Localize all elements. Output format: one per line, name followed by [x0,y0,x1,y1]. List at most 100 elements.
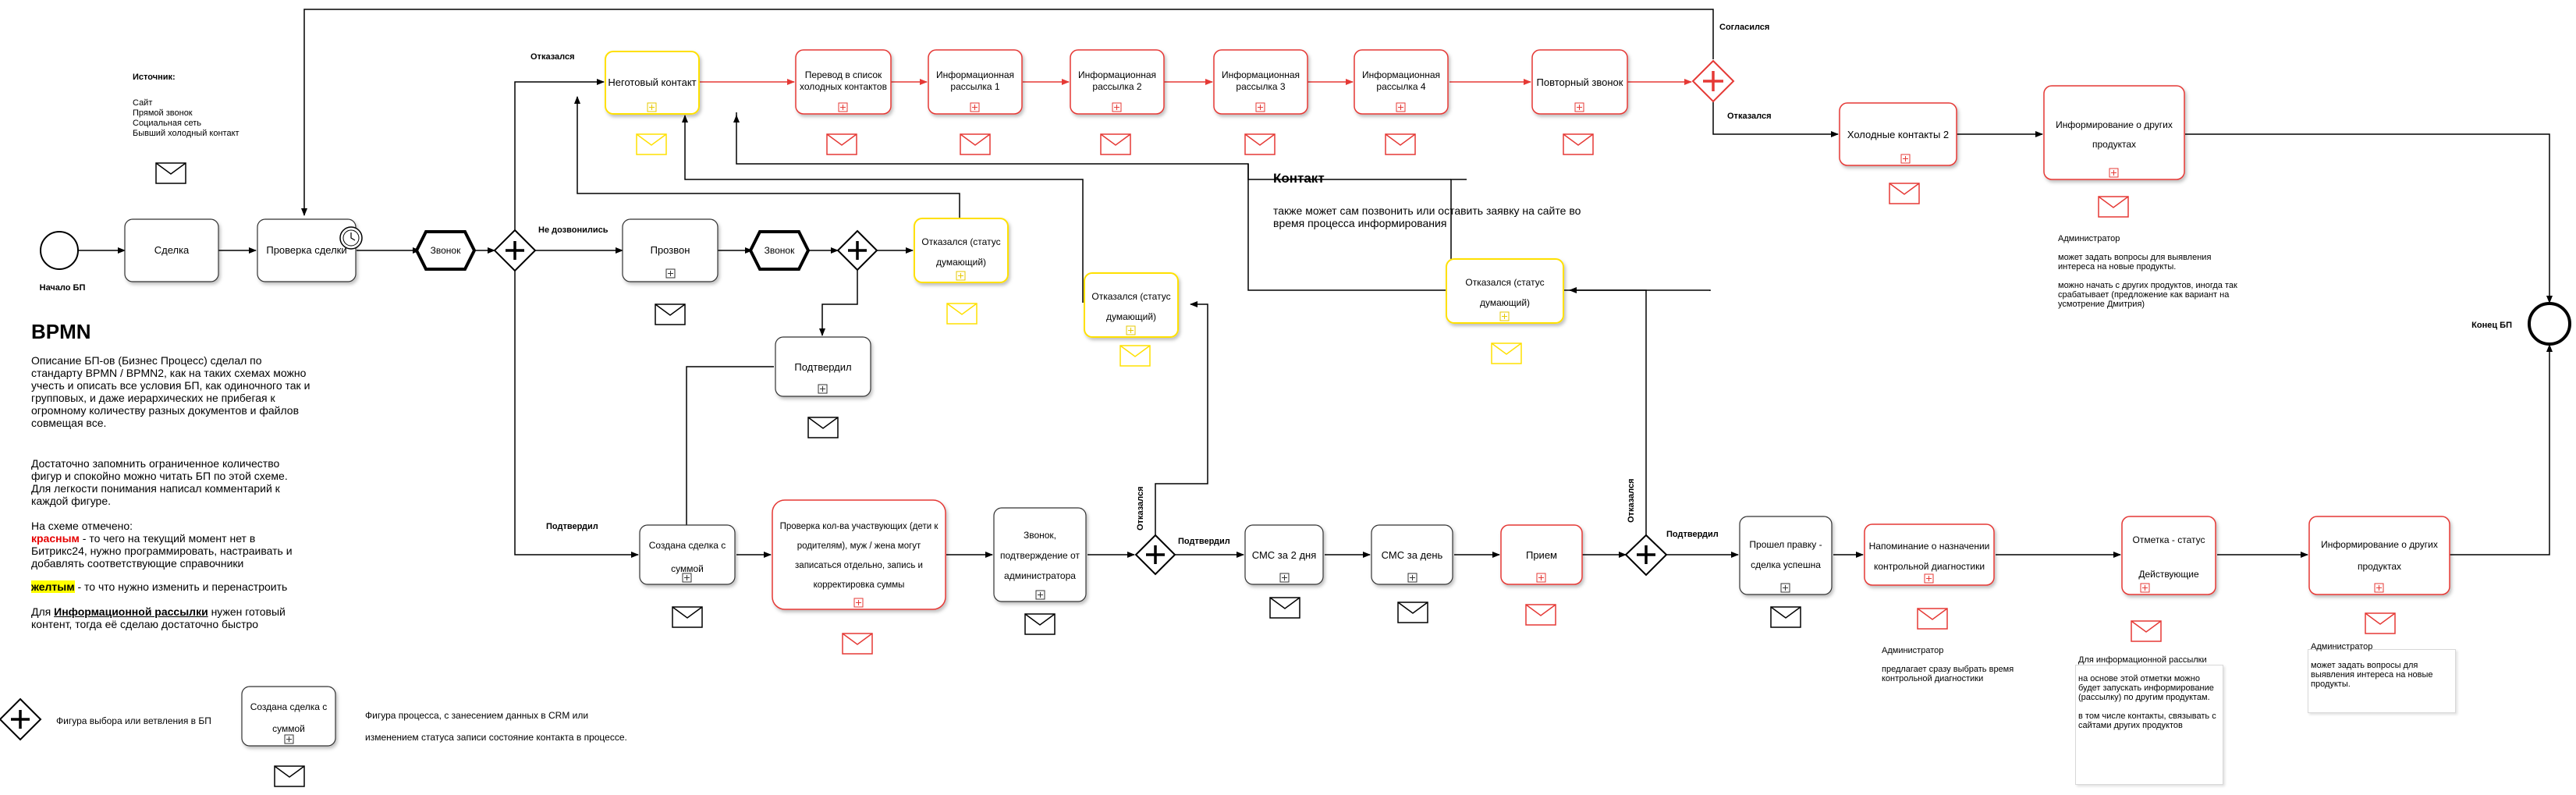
clock-icon [339,226,363,250]
zvonok-admin-label-2: подтверждение от [1000,550,1080,561]
description-p3-yellow-line: желтым - то что нужно изменить и перенас… [31,580,312,593]
proshel-label-1: Прошел правку - [1749,539,1822,550]
edge-gw1-negotovy [514,79,605,232]
task-zvonok-admin [993,507,1087,602]
mail-icon-sozdana [672,606,703,628]
zvonok-event-2 [748,230,811,271]
mail-icon-otmetka [2131,620,2162,642]
mail-icon-otkaz3 [1491,342,1522,364]
edge-gw5-holodnye [1712,100,1839,137]
mail-icon-r4 [1385,133,1416,155]
gateway-1 [493,229,537,272]
task-proverka [257,218,357,282]
start-label: Начало БП [40,283,86,293]
otkaz-3-label-2: думающий) [1480,297,1530,308]
description-p3-intro: На схеме отмечено: [31,520,133,532]
otkaz-1-label-2: думающий) [936,257,986,268]
task-otkaz-dumayu-3 [1446,258,1564,324]
otmetka-label-2: Действующие [2138,569,2199,580]
kolva-label-3: записаться отдельно, запись и [795,561,923,570]
legend-task-text-1: Фигура процесса, с занесением данных в C… [365,710,589,721]
task-sms2 [1244,524,1324,585]
sms1-label: СМС за день [1382,549,1443,561]
rassylka-3-label-2: рассылка 3 [1236,81,1285,92]
mail-icon-holodnye [1889,183,1920,204]
gateway-5-red [1691,59,1735,103]
bpmn-title: BPMN [31,320,91,343]
task-proshel [1739,516,1833,595]
legend-gateway-text: Фигура выбора или ветвления в БП [56,715,211,726]
edge-gw3-otkaz2 [1155,301,1208,535]
edge-soglasilsya-proverka [301,9,1714,216]
sdelka-label: Сделка [154,244,190,256]
inform-note-box [2308,649,2456,713]
otkaz-2-label-2: думающий) [1106,311,1156,322]
mail-icon-priem [1525,604,1556,626]
task-negotovy [605,51,700,115]
description-p1: Описание БП-ов (Бизнес Процесс) сделал п… [31,354,310,429]
perevod-label-2: холодных контактов [800,81,887,92]
zvonok-admin-label-3: администратора [1004,570,1076,581]
mail-icon-sms1 [1397,602,1428,623]
inform-bottom-label-1: Информирование о других [2321,539,2438,550]
proshel-label-2: сделка успешна [1751,559,1821,570]
otkaz-3-label-1: Отказался (статус [1465,277,1544,288]
sources-title: Источник: [133,73,176,82]
flow-label-podtverdil-right: Подтвердил [1666,530,1719,539]
flow-label-soglasilsya: Согласился [1719,23,1769,32]
flow-label-otkazalsya-right: Отказался [1727,112,1772,121]
flow-label-otkazalsya-vert-2: Отказался [1627,478,1636,523]
contact-note-title: Контакт [1273,171,1325,186]
legend-task-label-2: суммой [272,723,305,734]
task-sdelka [124,218,219,282]
mail-icon-prozvon [655,303,686,325]
legend-task-label-1: Создана сделка с [250,701,328,712]
rassylka-link[interactable]: Информационной рассылки [54,605,208,618]
kolva-label-2: родителям), муж / жена могут [797,541,921,551]
mail-icon-otkaz2 [1119,345,1151,367]
zvonok-1-label: Звонок [431,245,461,256]
rassylka-2-label-2: рассылка 2 [1092,81,1141,92]
rassylka-1-label-1: Информационная [936,69,1014,80]
edge-otkaz1-negotovy [574,96,960,225]
description-p3-yellow: - то что нужно изменить и перенастроить [74,580,288,593]
mail-icon-povtorny [1563,133,1594,155]
edge-gw1-sozdana [514,271,639,558]
mail-icon-inform-top [2098,196,2129,218]
inform-bottom-label-2: продуктах [2358,561,2401,572]
inform-top-label-2: продуктах [2092,139,2136,150]
gateway-2 [836,229,878,272]
mail-icon-zvonok-admin [1024,613,1056,635]
rassylka-4-label-1: Информационная [1362,69,1440,80]
mail-icon-r2 [1100,133,1131,155]
mail-icon-napominanie [1917,608,1948,630]
mail-icon-podtverdil [807,417,839,438]
edge-informtop-end [2185,133,2553,303]
perevod-label-1: Перевод в список [805,69,882,80]
edge-podtverdil-sozdana [683,366,774,539]
task-rassylka-1 [928,49,1023,115]
rassylka-4-label-2: рассылка 4 [1376,81,1425,92]
mail-icon-source [155,162,186,184]
sms2-label: СМС за 2 дня [1252,549,1317,561]
mail-icon-sms2 [1269,597,1300,619]
task-legend [241,686,336,747]
holodnye2-label: Холодные контакты 2 [1847,129,1949,140]
contact-note-text: также может сам позвонить или оставить з… [1273,204,1581,229]
plus-markers-black [284,268,1790,744]
proverka-label: Проверка сделки [266,244,346,256]
prozvon-label: Прозвон [651,244,690,256]
rassylka-3-label-1: Информационная [1222,69,1300,80]
plus-markers-yellow [647,102,1510,335]
description-p4: Для Информационной рассылки нужен готовы… [31,605,296,630]
task-rassylka-3 [1213,49,1308,115]
description-p3-red: - то чего на текущий момент нет в Битрик… [31,532,293,570]
napominanie-label-2: контрольной диагностики [1874,561,1985,572]
task-otkaz-dumayu-1 [914,218,1009,283]
task-perevod [795,49,892,115]
edge-gw2-podtverdil [819,270,858,336]
task-rassylka-4 [1354,49,1449,115]
negotovy-label: Неготовый контакт [608,76,696,88]
end-label: Конец БП [2471,321,2512,330]
